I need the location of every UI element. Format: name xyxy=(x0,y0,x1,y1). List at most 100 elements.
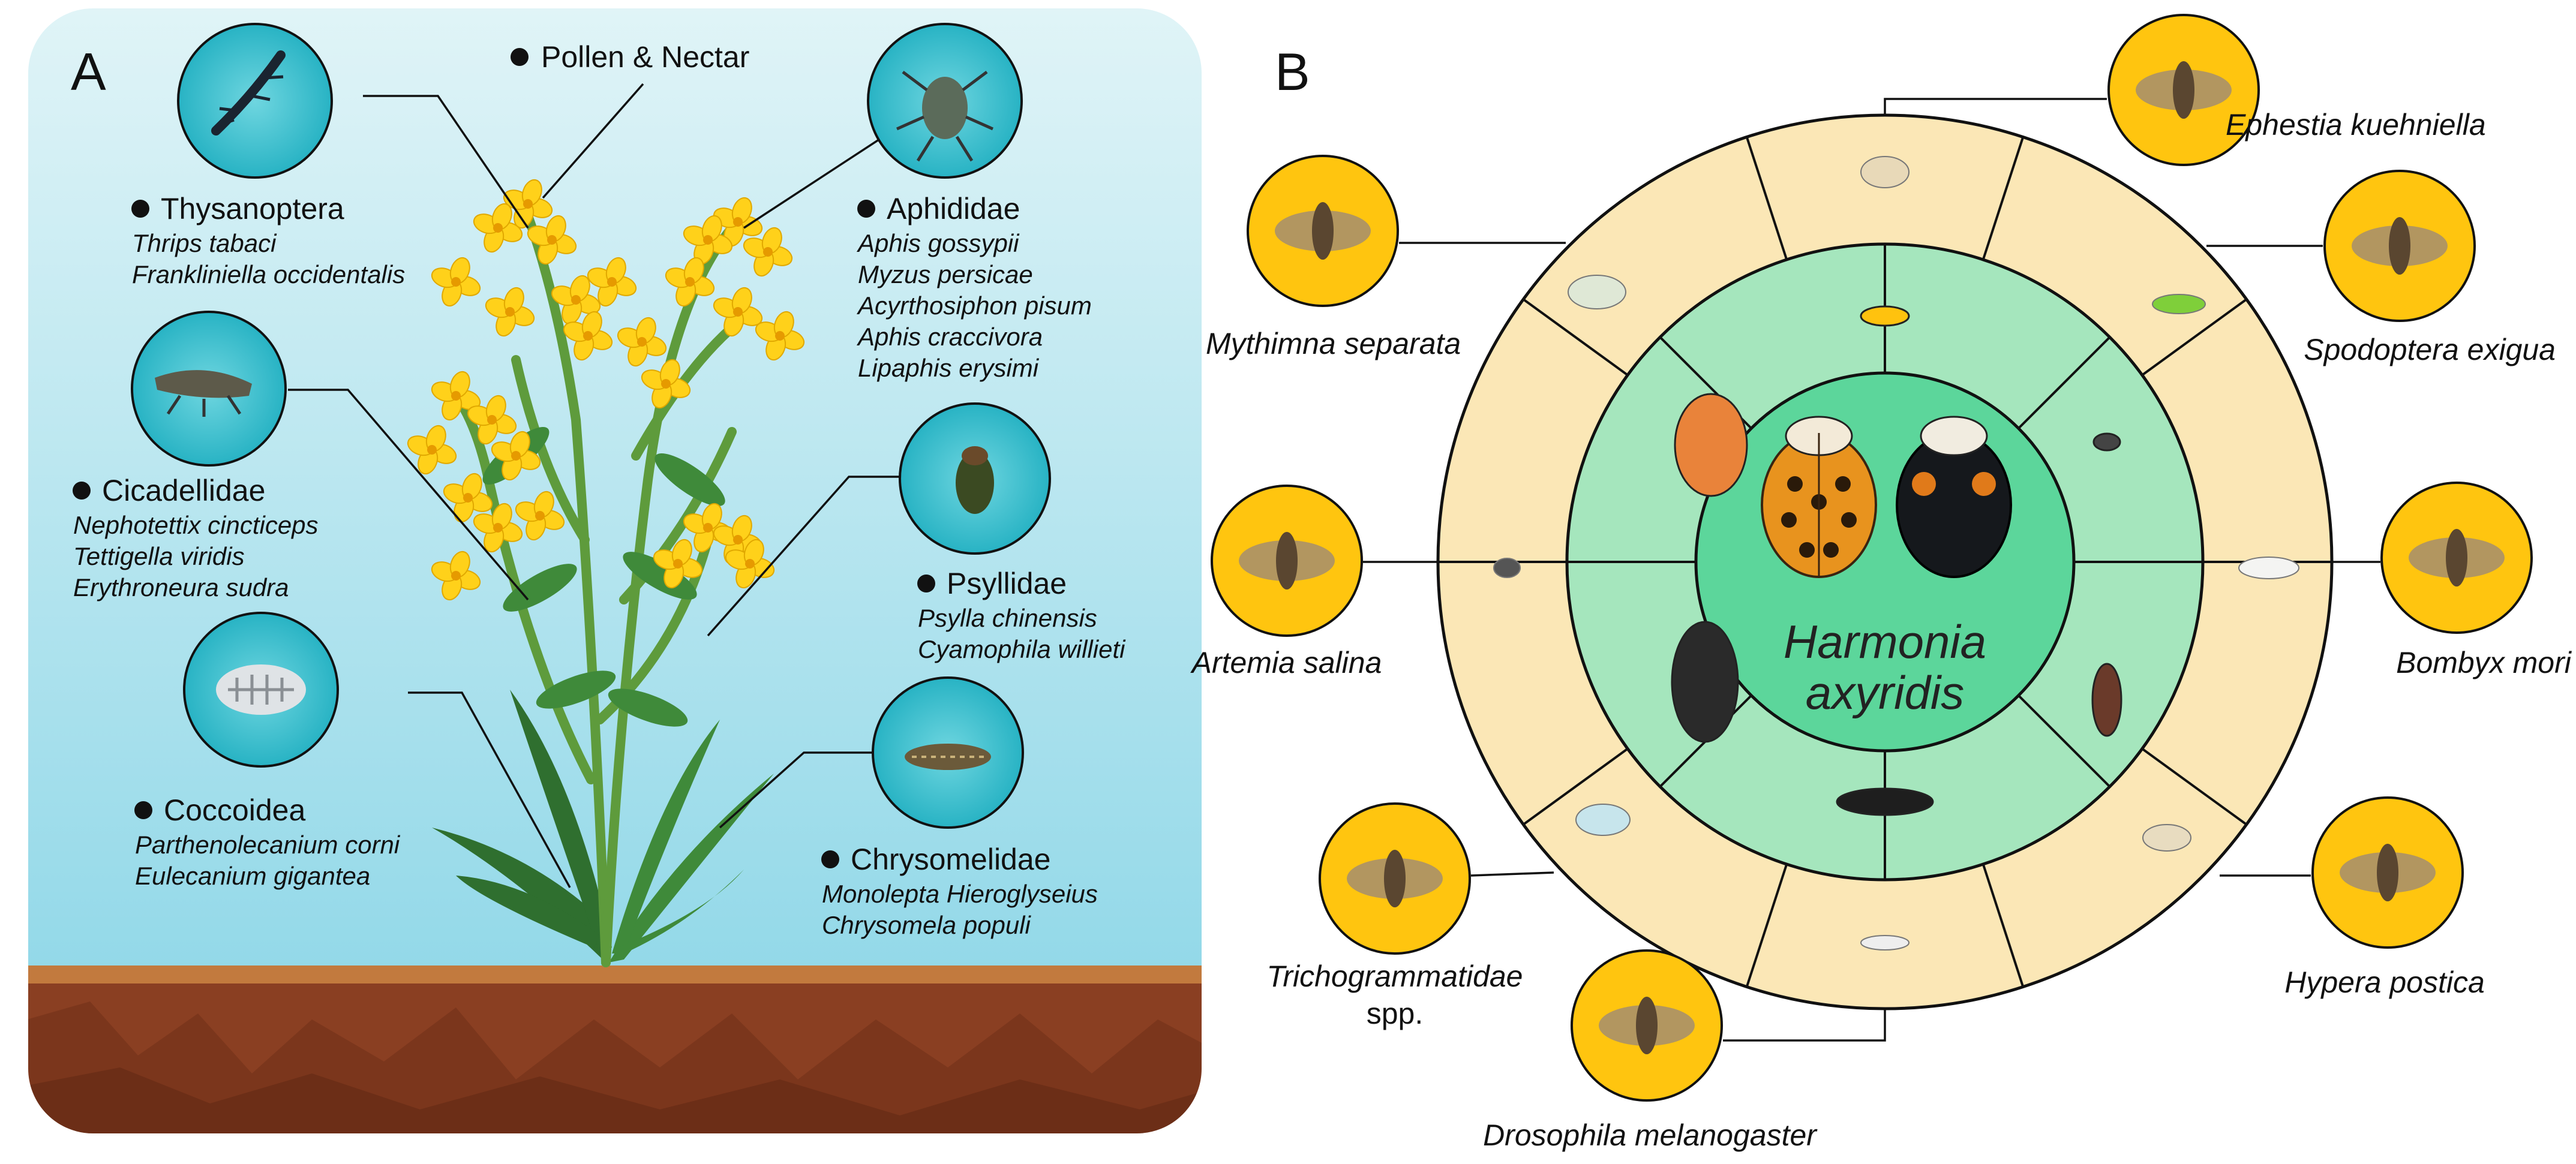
leaf xyxy=(609,774,774,963)
prey-hypera-postica: Hypera postica xyxy=(2220,796,2485,999)
leaf xyxy=(503,564,577,612)
prey-name: Spodoptera exigua xyxy=(2304,333,2556,366)
bullet xyxy=(917,575,935,592)
segment-divider xyxy=(2017,694,2111,788)
prey-eggs-icon xyxy=(1568,275,1626,309)
panel-a-label: A xyxy=(71,42,106,101)
moth-icon xyxy=(1275,202,1371,260)
psyllid-icon xyxy=(956,446,994,514)
segment-divider xyxy=(1523,747,1629,826)
species-name: Tettigella viridis xyxy=(73,542,245,570)
leaf xyxy=(623,552,697,600)
pollen-nectar-label: Pollen & Nectar xyxy=(541,40,749,74)
species-name: Cyamophila willieti xyxy=(918,635,1126,663)
flower xyxy=(515,491,565,541)
flower xyxy=(407,425,457,475)
brine-shrimp-icon xyxy=(1239,532,1335,589)
leader-line xyxy=(1723,1009,1886,1042)
family-name: Chrysomelidae xyxy=(851,843,1050,876)
leaf-beetle-larva-icon xyxy=(905,744,991,770)
flower xyxy=(443,473,493,523)
family-name: Psyllidae xyxy=(947,567,1067,600)
leaf xyxy=(608,688,688,727)
family-name: Cicadellidae xyxy=(102,474,265,507)
species-name: Chrysomela populi xyxy=(822,911,1032,939)
leaf xyxy=(612,720,720,954)
stem xyxy=(523,211,611,967)
leaf xyxy=(618,870,744,954)
segment-divider xyxy=(1523,298,1629,377)
prey-name: Trichogrammatidae xyxy=(1266,960,1523,993)
moth-icon xyxy=(2136,61,2232,119)
leaf xyxy=(456,876,600,948)
segment-divider xyxy=(1981,136,2025,260)
flower xyxy=(467,395,517,445)
leaf xyxy=(432,828,606,963)
prey-spodoptera-exigua: Spodoptera exigua xyxy=(2206,170,2556,366)
prey-ephestia-kuehniella: Ephestia kuehniella xyxy=(1884,14,2486,166)
ladybird-orange-adult-icon xyxy=(1761,416,1877,578)
bullet xyxy=(857,200,875,218)
flower xyxy=(587,257,637,307)
segment-divider xyxy=(1981,864,2025,988)
flower xyxy=(653,539,703,589)
species-name: Acyrthosiphon pisum xyxy=(856,291,1092,320)
weevil-icon xyxy=(2340,844,2436,901)
prey-drosophila-melanogaster: Drosophila melanogaster xyxy=(1483,949,1886,1152)
flower xyxy=(431,257,481,307)
weevil-larva-icon xyxy=(2142,824,2191,852)
leader-line xyxy=(1470,871,1554,877)
egg-cluster-icon xyxy=(1860,305,1910,327)
bullet xyxy=(131,200,149,218)
species-name: Thrips tabaci xyxy=(132,229,277,257)
prey-name: Ephestia kuehniella xyxy=(2226,108,2486,142)
segment-divider xyxy=(2141,298,2247,377)
badge-psyllidae xyxy=(899,402,1051,555)
species-name: Eulecanium gigantea xyxy=(135,862,370,890)
family-name: Thysanoptera xyxy=(161,192,344,225)
prey-bombyx-mori: Bombyx mori xyxy=(2332,482,2572,679)
flower xyxy=(473,203,523,253)
leafhopper-icon xyxy=(155,370,252,417)
leaf xyxy=(654,453,725,507)
flower xyxy=(473,503,523,553)
species-name: Frankliniella occidentalis xyxy=(132,260,405,288)
larva-icon xyxy=(2091,663,2122,737)
species-name: Aphis craccivora xyxy=(856,323,1043,351)
flower xyxy=(563,311,613,361)
prey-artemia-salina: Artemia salina xyxy=(1190,485,1438,679)
early-larva-icon xyxy=(2092,432,2121,452)
species-name: Lipaphis erysimi xyxy=(858,354,1040,382)
leaf xyxy=(510,690,612,954)
flower xyxy=(503,179,553,229)
scale-insect-icon xyxy=(216,664,306,715)
aphid-icon xyxy=(896,71,994,162)
prey-mythimna-separata: Mythimna separata xyxy=(1206,155,1566,360)
flower xyxy=(743,227,793,277)
ladybird-black-adult-icon xyxy=(1896,416,2012,578)
prey-name: Artemia salina xyxy=(1190,646,1382,679)
flower xyxy=(665,257,715,307)
rapeseed-plant-illustration xyxy=(407,179,805,967)
bullet xyxy=(134,801,152,819)
family-name: Aphididae xyxy=(887,192,1020,225)
stem xyxy=(511,355,590,545)
larva-icon xyxy=(1671,621,1739,743)
badge-aphididae xyxy=(867,23,1023,179)
flower xyxy=(713,197,763,247)
thrips-icon xyxy=(211,50,286,136)
flower xyxy=(713,287,763,337)
moth-icon xyxy=(2352,217,2448,275)
flower xyxy=(641,359,691,409)
silkmoth-icon xyxy=(2409,529,2505,586)
silkworm-larva-icon xyxy=(2238,557,2299,579)
